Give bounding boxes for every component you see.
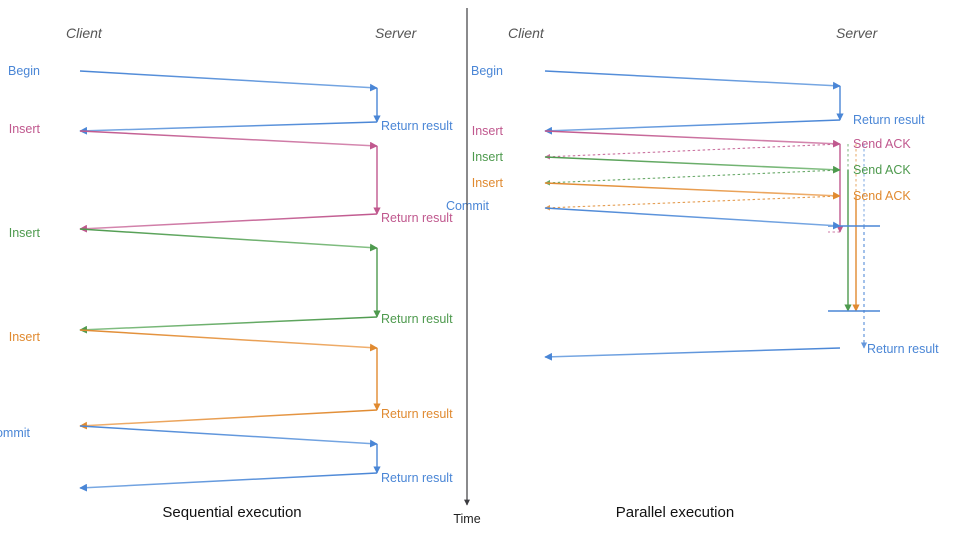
message-label-seq-commit: Commit bbox=[0, 426, 31, 440]
message-label-seq-insert1-return: Return result bbox=[381, 211, 453, 225]
message-arrow bbox=[79, 472, 378, 492]
message-arrow bbox=[79, 316, 378, 334]
message-arrow bbox=[544, 70, 841, 90]
message-label-par-insert1: Insert bbox=[472, 124, 504, 138]
message-label-par-commit: Commit bbox=[446, 199, 490, 213]
panel-divider-group: Time bbox=[453, 8, 481, 526]
message-label-seq-commit-return: Return result bbox=[381, 471, 453, 485]
message-arrow bbox=[544, 169, 841, 186]
message-arrow bbox=[79, 213, 378, 233]
message-label-par-begin: Begin bbox=[471, 64, 503, 78]
message-arrow bbox=[544, 182, 841, 200]
message-arrow bbox=[544, 156, 841, 174]
lane-header-client: Client bbox=[66, 25, 103, 41]
panel-caption-parallel: Parallel execution bbox=[616, 504, 734, 521]
message-arrow bbox=[544, 143, 841, 160]
message-arrow bbox=[79, 425, 378, 448]
lane-header-server: Server bbox=[836, 25, 879, 41]
message-label-par-insert2: Insert bbox=[472, 150, 504, 164]
message-label-seq-begin: Begin bbox=[8, 64, 40, 78]
message-arrow bbox=[79, 409, 378, 430]
message-label-seq-insert1: Insert bbox=[9, 122, 41, 136]
message-label-seq-insert3: Insert bbox=[9, 330, 41, 344]
time-axis-label: Time bbox=[453, 512, 480, 526]
lane-header-client: Client bbox=[508, 25, 545, 41]
message-label-par-ack3: Send ACK bbox=[853, 189, 911, 203]
message-arrow bbox=[79, 130, 378, 150]
message-arrow bbox=[79, 121, 378, 135]
message-arrow bbox=[79, 70, 378, 92]
message-arrow bbox=[544, 347, 841, 361]
message-label-seq-insert2-return: Return result bbox=[381, 312, 453, 326]
message-label-par-insert3: Insert bbox=[472, 176, 504, 190]
message-label-par-ack1: Send ACK bbox=[853, 137, 911, 151]
message-label-seq-insert2: Insert bbox=[9, 226, 41, 240]
message-arrow bbox=[544, 119, 841, 135]
message-arrow bbox=[544, 195, 841, 211]
message-arrow bbox=[79, 228, 378, 252]
lane-header-server: Server bbox=[375, 25, 418, 41]
message-label-par-ack2: Send ACK bbox=[853, 163, 911, 177]
message-label-par-begin-return: Return result bbox=[853, 113, 925, 127]
panel-caption-sequential: Sequential execution bbox=[162, 504, 301, 521]
message-label-seq-insert3-return: Return result bbox=[381, 407, 453, 421]
message-label-par-final-return: Return result bbox=[867, 342, 939, 356]
message-arrow bbox=[544, 207, 841, 230]
message-arrow bbox=[79, 329, 378, 352]
message-label-seq-begin-return: Return result bbox=[381, 119, 453, 133]
message-arrow bbox=[544, 130, 841, 148]
